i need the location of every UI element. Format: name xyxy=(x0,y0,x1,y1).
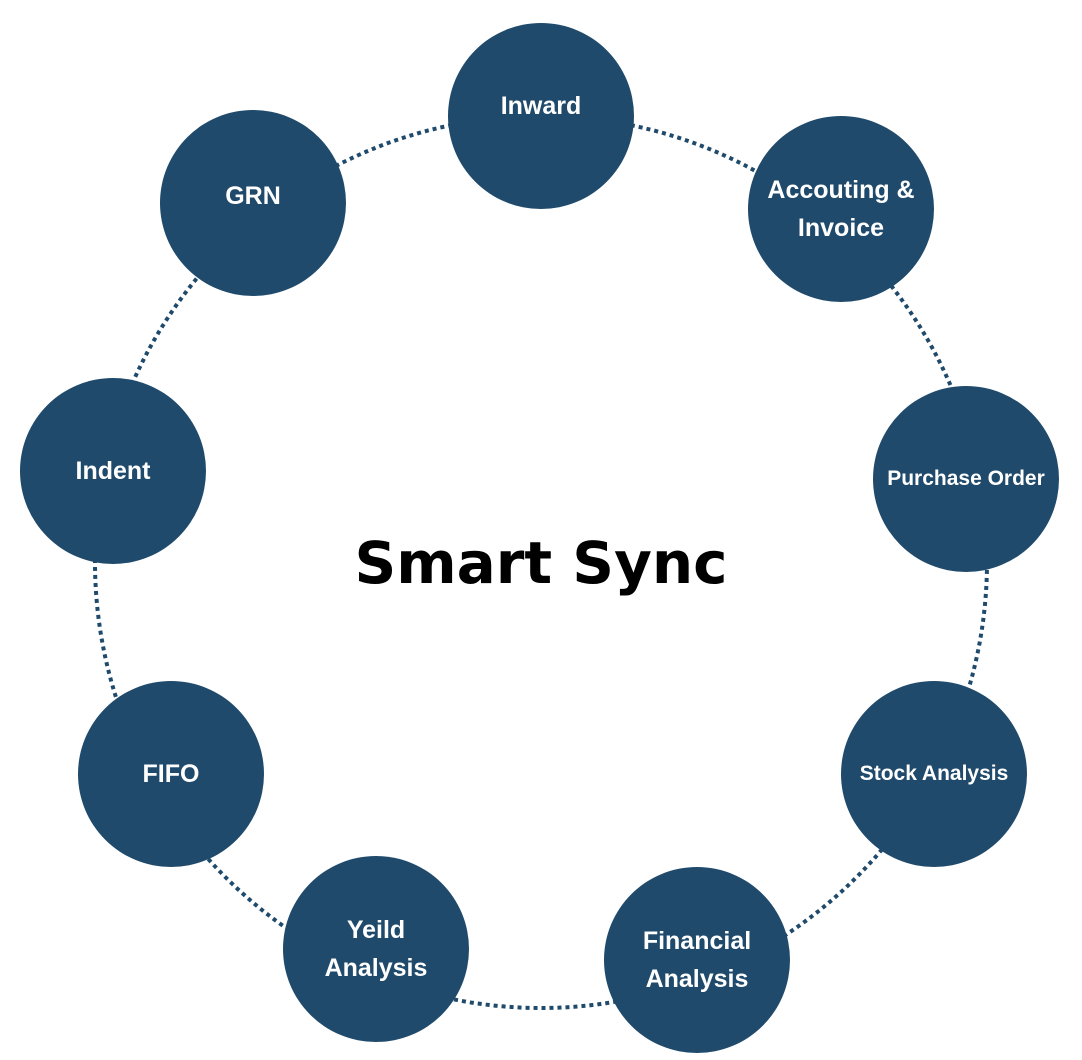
node-indent: Indent xyxy=(20,378,206,564)
node-accounting-invoice: Accouting & Invoice xyxy=(748,116,934,302)
node-fifo: FIFO xyxy=(78,681,264,867)
node-yield-analysis: Yeild Analysis xyxy=(283,856,469,1042)
node-purchase-order: Purchase Order xyxy=(873,386,1059,572)
node-financial-analysis: Financial Analysis xyxy=(604,867,790,1053)
node-inward: Inward xyxy=(448,23,634,209)
node-stock-analysis: Stock Analysis xyxy=(841,681,1027,867)
node-grn: GRN xyxy=(160,110,346,296)
diagram-title: Smart Sync xyxy=(354,529,728,597)
